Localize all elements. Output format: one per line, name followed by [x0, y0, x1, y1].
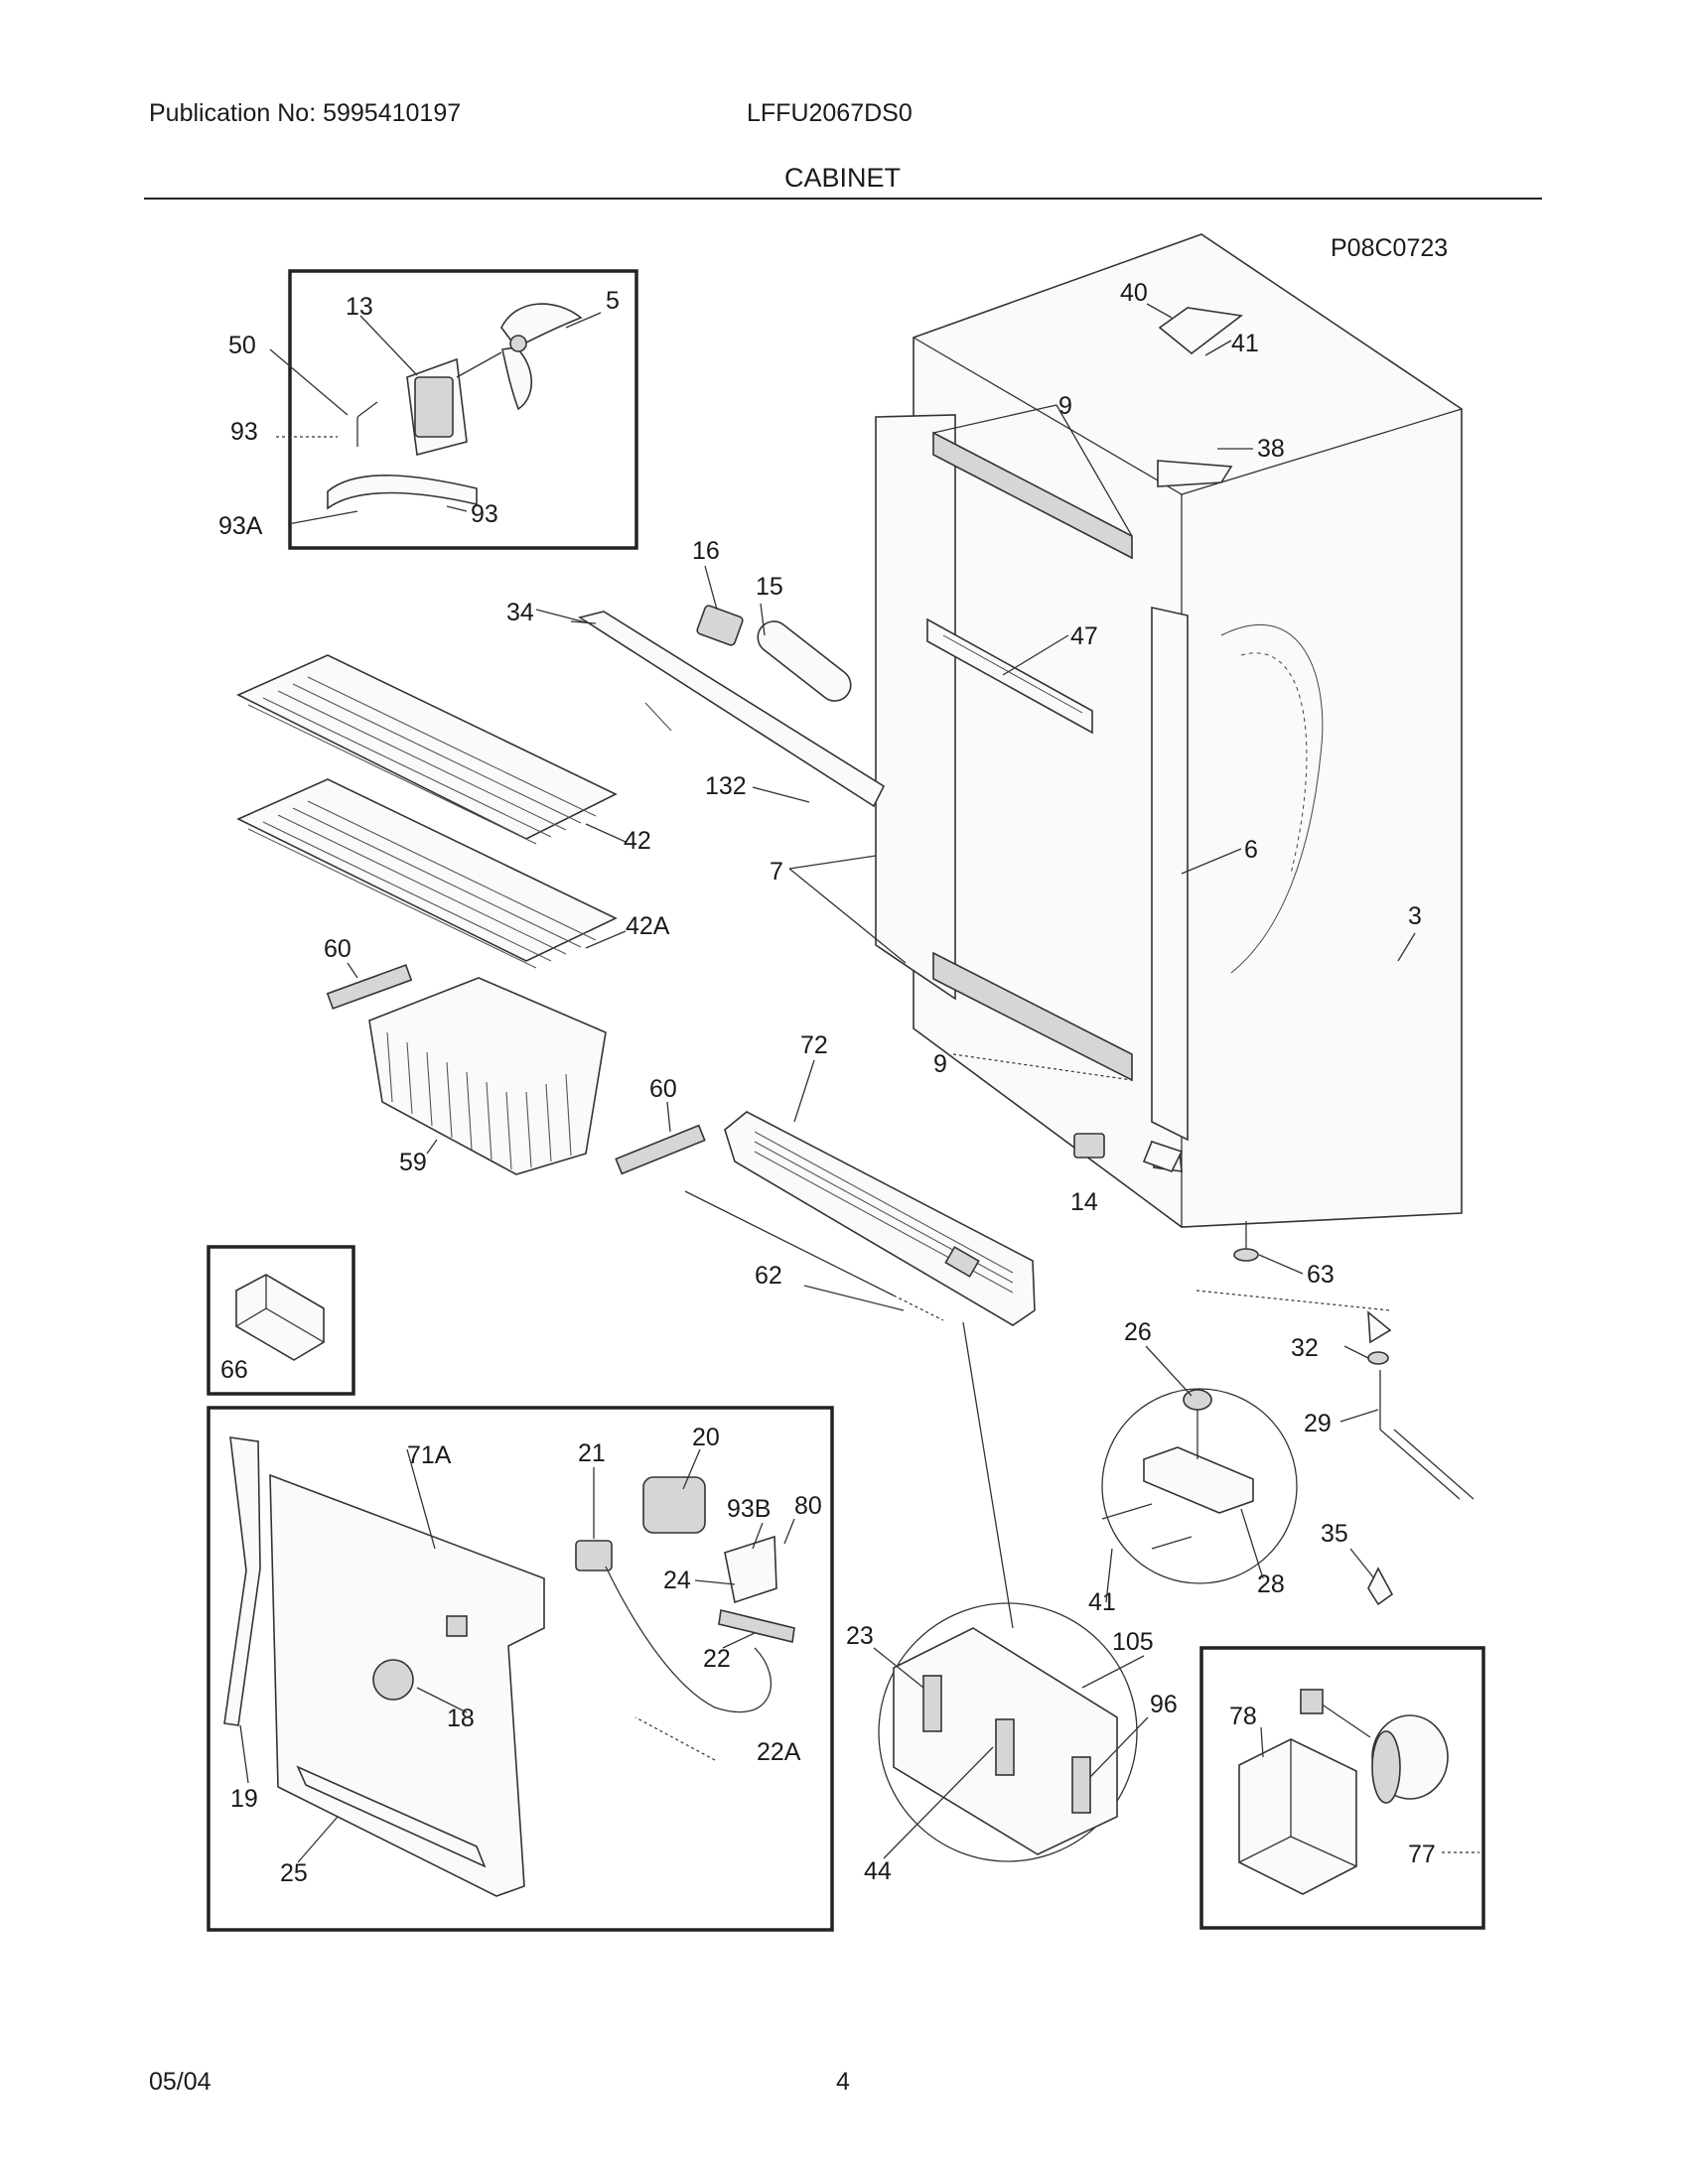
callout-77: 77 — [1408, 1841, 1436, 1868]
hinge-detail-circle — [1101, 1388, 1298, 1584]
callout-59: 59 — [399, 1149, 427, 1176]
hinge-detail — [1101, 1389, 1254, 1550]
footer-page-number: 4 — [836, 2068, 850, 2096]
callout-13: 13 — [346, 293, 373, 321]
shelf-hatch — [247, 676, 597, 969]
switch-detail — [893, 1321, 1118, 1855]
leader-lines — [239, 303, 1479, 1863]
callout-22A: 22A — [757, 1738, 801, 1766]
callout-15: 15 — [756, 573, 783, 601]
cabinet-body — [875, 233, 1463, 1228]
callout-24: 24 — [663, 1567, 691, 1594]
callout-18: 18 — [447, 1705, 475, 1732]
callout-3: 3 — [1408, 902, 1422, 930]
callout-41-top: 41 — [1231, 330, 1259, 357]
callout-93B: 93B — [727, 1495, 771, 1523]
callout-22: 22 — [703, 1645, 731, 1673]
publication-number: Publication No: 5995410197 — [149, 99, 462, 127]
callout-105: 105 — [1112, 1628, 1154, 1656]
callout-60-right: 60 — [649, 1075, 677, 1103]
footer-date: 05/04 — [149, 2068, 211, 2096]
basket — [326, 964, 706, 1175]
callout-132: 132 — [705, 772, 747, 800]
switch-detail-circle — [878, 1602, 1138, 1862]
callout-78: 78 — [1229, 1703, 1257, 1730]
callout-42A: 42A — [626, 912, 670, 940]
fan-motor-inset — [288, 269, 638, 550]
model-number: LFFU2067DS0 — [747, 99, 913, 127]
control-inset — [1199, 1646, 1485, 1930]
callout-19: 19 — [230, 1785, 258, 1813]
callout-44: 44 — [864, 1857, 892, 1885]
section-title: CABINET — [784, 163, 902, 193]
wire-shelves — [236, 654, 627, 969]
callout-93A: 93A — [218, 512, 263, 540]
callout-34: 34 — [506, 599, 534, 626]
callout-62: 62 — [755, 1262, 782, 1290]
callout-42: 42 — [624, 827, 651, 855]
callout-5: 5 — [606, 287, 620, 315]
light-cover — [535, 605, 886, 808]
callout-66: 66 — [220, 1356, 248, 1384]
callout-21: 21 — [578, 1439, 606, 1467]
callout-93-left: 93 — [230, 418, 258, 446]
callout-80: 80 — [794, 1492, 822, 1520]
callout-29: 29 — [1304, 1410, 1332, 1437]
diagram-code: P08C0723 — [1331, 234, 1448, 262]
callout-32: 32 — [1291, 1334, 1319, 1362]
callout-20: 20 — [692, 1424, 720, 1451]
callout-96: 96 — [1150, 1691, 1178, 1718]
toe-grille — [684, 1111, 1036, 1326]
callout-41-bottom: 41 — [1088, 1588, 1116, 1616]
relay-part — [235, 1274, 325, 1361]
header-rule — [144, 198, 1542, 200]
callout-93-right: 93 — [471, 500, 498, 528]
callout-72: 72 — [800, 1031, 828, 1059]
back-panel-assembly — [223, 1436, 795, 1897]
callout-50: 50 — [228, 332, 256, 359]
callout-35: 35 — [1321, 1520, 1348, 1548]
callout-63: 63 — [1307, 1261, 1335, 1289]
callout-40: 40 — [1120, 279, 1148, 307]
callout-16: 16 — [692, 537, 720, 565]
control-parts — [1238, 1689, 1449, 1895]
callout-9-top: 9 — [1058, 392, 1072, 420]
callout-labels: 3 5 6 7 9 9 9 13 14 15 16 18 19 20 21 22… — [218, 279, 1436, 1887]
callout-47: 47 — [1070, 622, 1098, 650]
callout-26: 26 — [1124, 1318, 1152, 1346]
fan-motor-assembly — [327, 303, 583, 510]
callout-9-bottom: 9 — [933, 1050, 947, 1078]
callout-7: 7 — [770, 858, 783, 886]
callout-38: 38 — [1257, 435, 1285, 463]
callout-60-left: 60 — [324, 935, 352, 963]
callout-71A: 71A — [407, 1441, 452, 1469]
back-panel-inset — [207, 1406, 834, 1932]
callout-14: 14 — [1070, 1188, 1098, 1216]
callout-25: 25 — [280, 1859, 308, 1887]
callout-23: 23 — [846, 1622, 874, 1650]
fan-callout-lines — [269, 312, 602, 525]
callout-6: 6 — [1244, 836, 1258, 864]
relay-inset — [207, 1245, 355, 1396]
